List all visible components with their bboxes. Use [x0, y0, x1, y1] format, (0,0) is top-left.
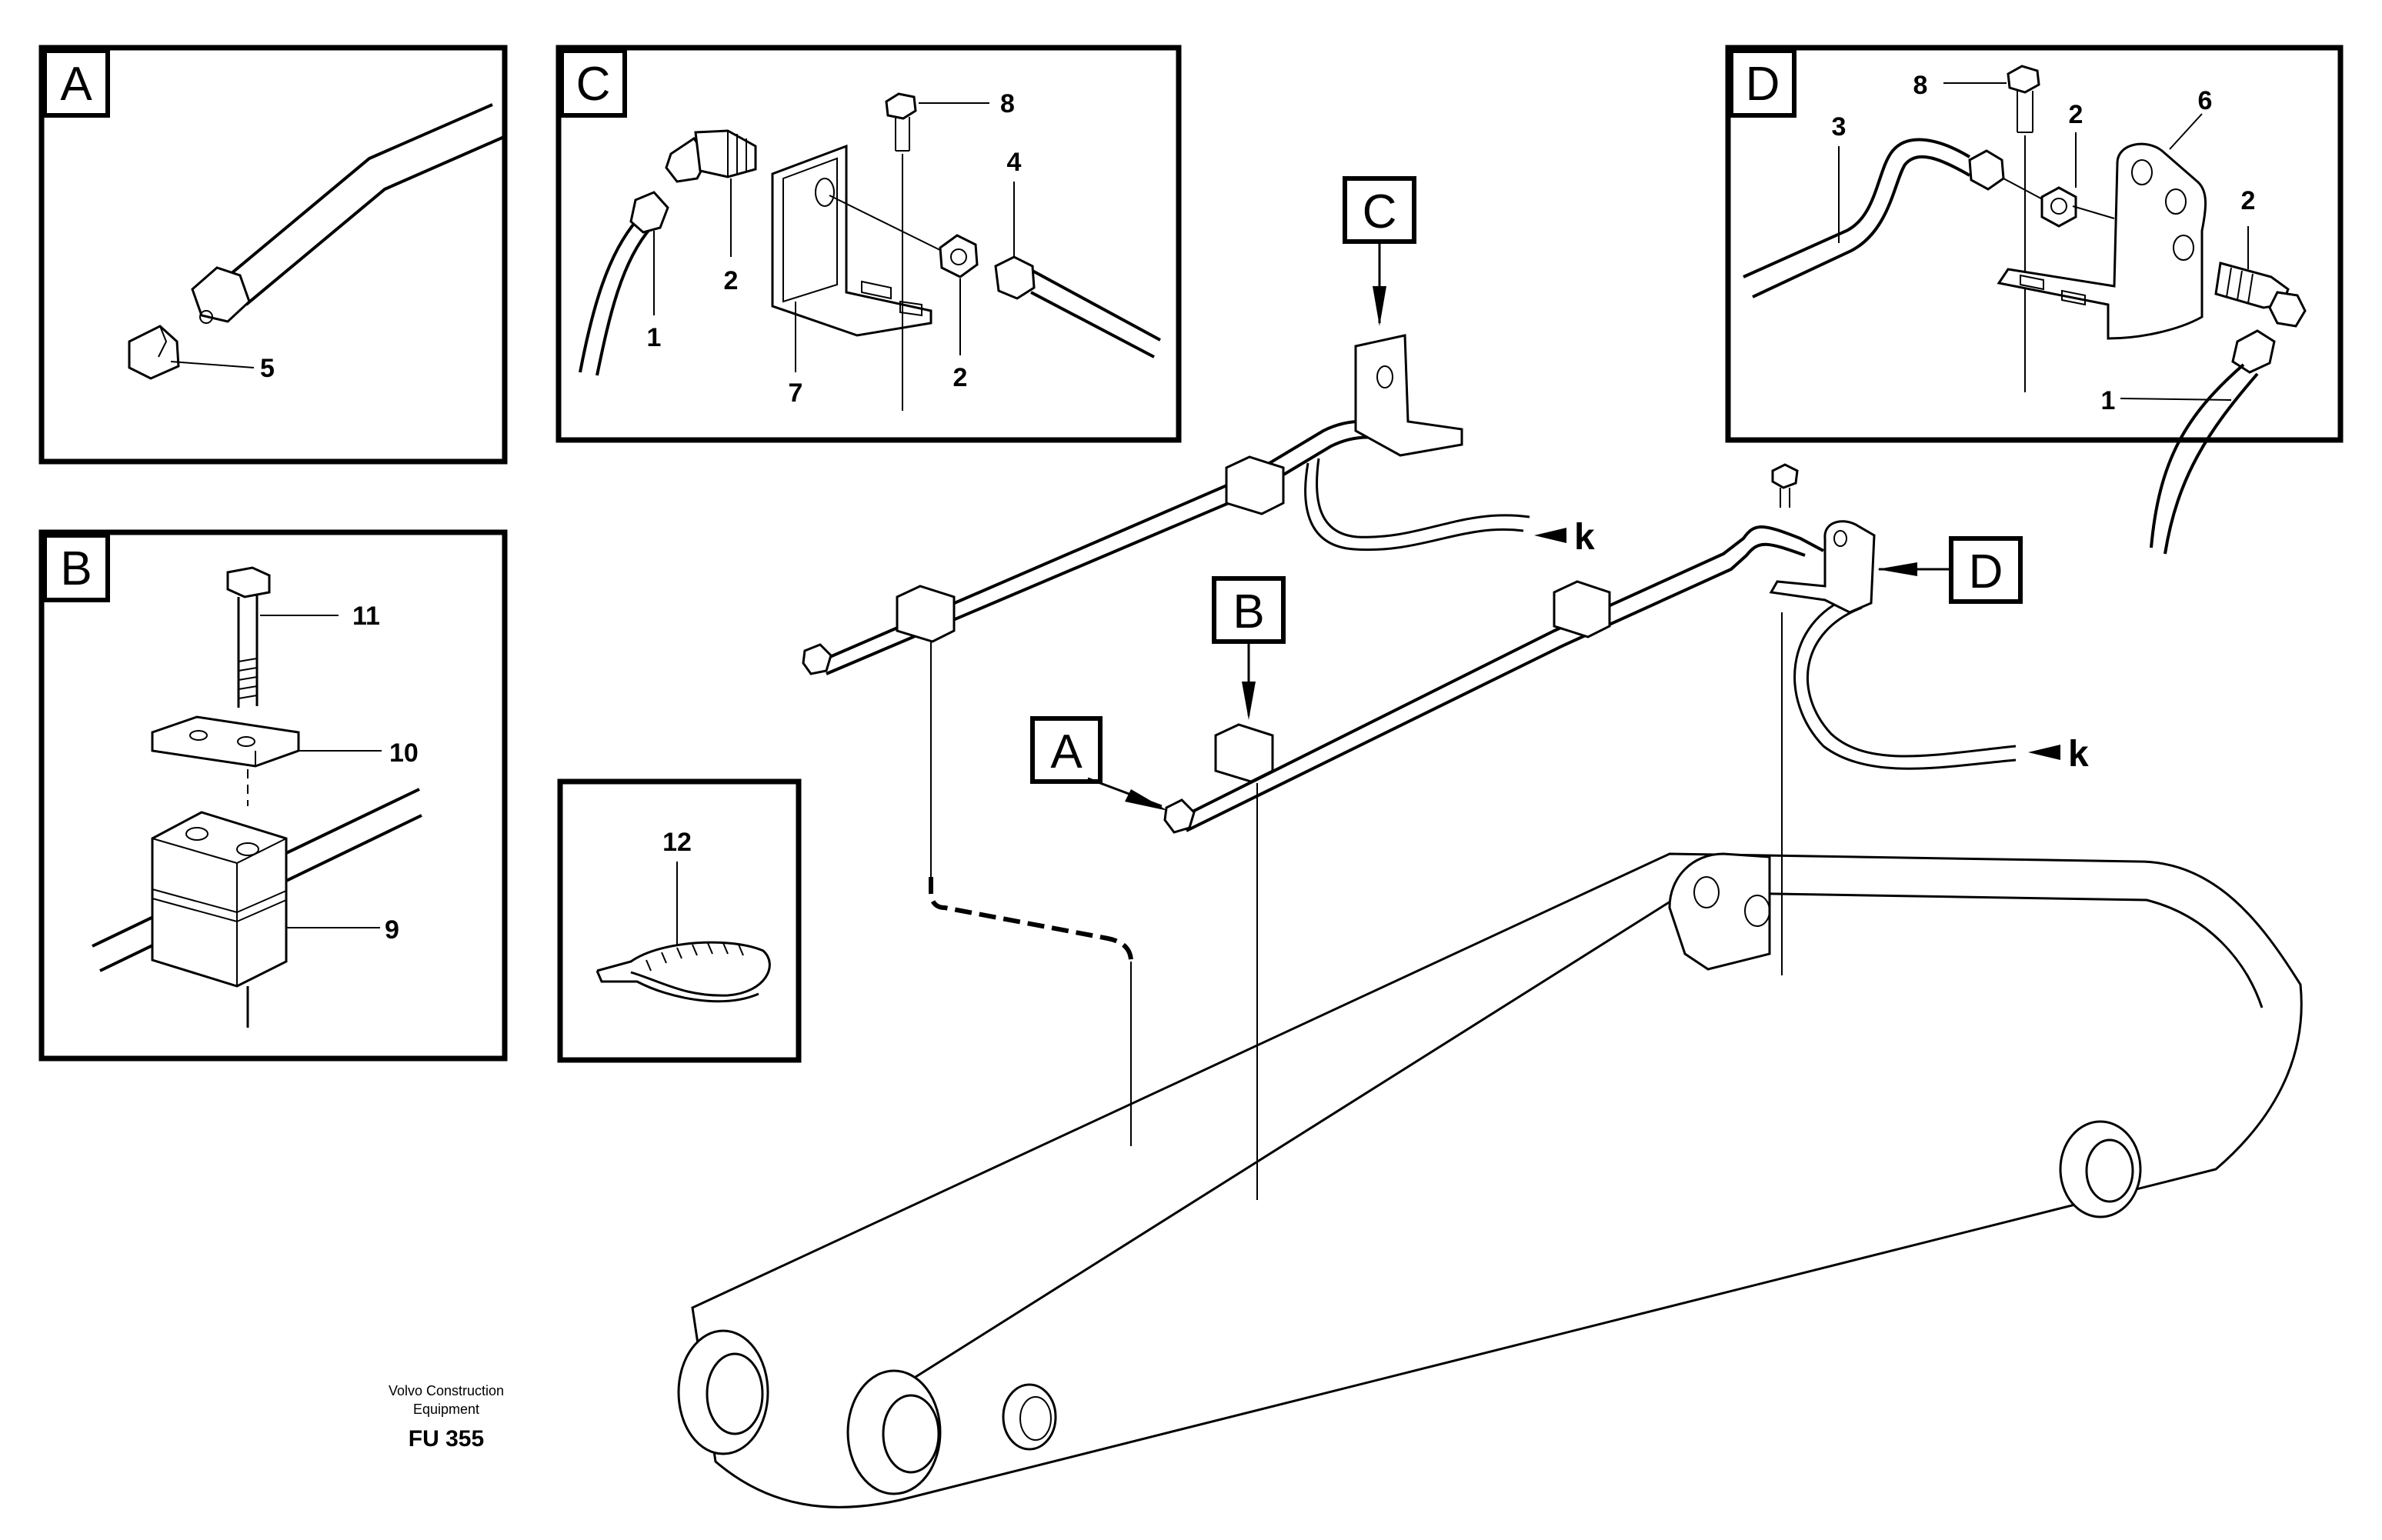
caption-line-2: Equipment	[413, 1402, 479, 1417]
caption-line-1: Volvo Construction	[389, 1383, 504, 1398]
k-arrow-lower: k	[2028, 734, 2089, 775]
cable-tie-panel: 12	[557, 778, 802, 1063]
part-callout-1-c: 1	[647, 323, 662, 352]
main-callout-d: D	[1877, 536, 2023, 604]
boom-body-shape	[691, 852, 2303, 1508]
part-callout-12: 12	[662, 828, 692, 857]
dashed-leader-line	[929, 877, 1133, 962]
panel-a-letter: A	[60, 58, 92, 111]
panel-c-letter: C	[576, 58, 611, 111]
main-callout-b: B	[1212, 576, 1286, 720]
part-callout-9: 9	[385, 915, 399, 945]
part-callout-8-d: 8	[1913, 71, 1928, 100]
k-label-lower: k	[2068, 734, 2089, 775]
part-callout-3: 3	[1832, 112, 1847, 142]
part-callout-2-c-upper: 2	[724, 266, 739, 295]
part-callout-4: 4	[1007, 148, 1022, 177]
detail-panel-d: D 3 8 2 6 2 1	[1725, 45, 2344, 555]
part-callout-10: 10	[389, 738, 419, 768]
bracket-shape	[771, 144, 932, 337]
cable-tie-shape	[596, 941, 771, 997]
bracket-d-shape	[1997, 142, 2207, 340]
part-callout-1-d: 1	[2101, 386, 2116, 415]
panel-b-letter: B	[60, 542, 92, 595]
k-arrow-upper: k	[1534, 517, 1595, 558]
main-callout-a-letter: A	[1050, 725, 1083, 778]
part-callout-7: 7	[789, 378, 803, 408]
bolt-head-shape	[226, 566, 271, 598]
detail-panel-b: B 11 10 9	[38, 529, 508, 1062]
main-callout-a: A	[1030, 716, 1168, 811]
main-assembly	[677, 334, 2303, 1508]
part-callout-2-c-lower: 2	[953, 363, 968, 392]
k-label-upper: k	[1574, 517, 1595, 558]
part-callout-2-d-lower: 2	[2241, 186, 2256, 215]
main-callout-c: C	[1343, 176, 1416, 326]
part-callout-8-c: 8	[1000, 89, 1015, 118]
detail-panel-c: C 1 2 7 8 2 4	[555, 45, 1182, 443]
part-callout-11: 11	[352, 602, 380, 631]
main-callout-c-letter: C	[1363, 185, 1397, 238]
part-callout-6: 6	[2198, 86, 2213, 115]
panel-d-letter: D	[1746, 58, 1780, 111]
main-callout-d-letter: D	[1969, 545, 2003, 598]
detail-panel-a: A 5	[38, 45, 508, 465]
part-callout-5: 5	[260, 354, 275, 383]
figure-code: FU 355	[409, 1426, 484, 1452]
main-callout-b-letter: B	[1233, 585, 1264, 638]
pipe-nut-shape	[191, 266, 251, 323]
part-callout-2-d-upper: 2	[2069, 100, 2083, 129]
publisher-caption: Volvo Construction Equipment FU 355	[389, 1383, 504, 1452]
